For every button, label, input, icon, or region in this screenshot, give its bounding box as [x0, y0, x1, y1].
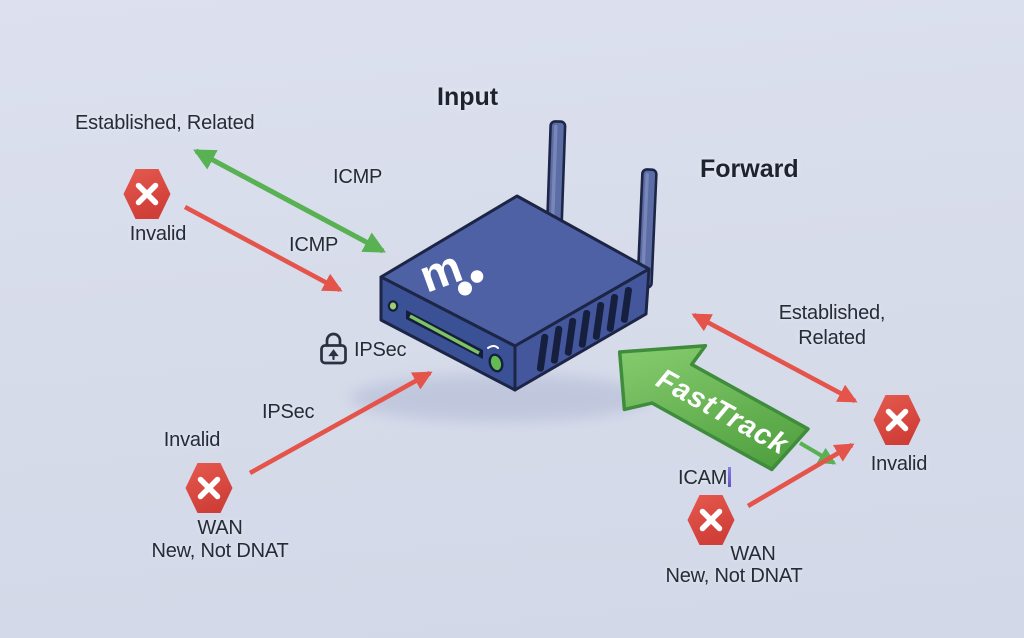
- x-icon: [885, 408, 909, 432]
- input-chain-title: Input: [437, 83, 499, 111]
- arrow-ipsec-drop-input: [248, 370, 433, 476]
- wan-forward-label: WAN: [730, 543, 776, 565]
- forward-chain-title: Forward: [700, 155, 799, 183]
- deny-icon-input-wan: [185, 463, 233, 513]
- keyhole-arrow-icon: [328, 349, 339, 361]
- arrow-icmp-drop-input: [183, 204, 343, 293]
- text-cursor-artifact: [728, 467, 732, 487]
- logo-dot-bottom: [458, 281, 472, 296]
- x-icon: [699, 508, 723, 532]
- led-strip-green: [409, 314, 480, 355]
- router-illustration: [379, 194, 651, 392]
- invalid-input-wan-label: Invalid: [163, 429, 221, 451]
- wan-input-detail-label: New, Not DNAT: [151, 540, 289, 562]
- invalid-forward-label: Invalid: [870, 453, 928, 475]
- arrow-established-related-forward: [691, 312, 858, 404]
- reset-button-icon: [488, 353, 504, 373]
- deny-icon-forward-wan: [687, 495, 735, 545]
- ipsec-accept-label: IPSec: [354, 339, 407, 361]
- x-icon: [135, 182, 159, 206]
- established-forward-line2: Related: [798, 327, 866, 349]
- icmp-accept-label: ICMP: [333, 166, 383, 188]
- wan-forward-detail-label: New, Not DNAT: [665, 565, 803, 587]
- icmp-drop-label: ICMP: [289, 234, 339, 256]
- arrow-wan-drop-forward: [746, 443, 855, 508]
- router-front-details: [387, 300, 504, 373]
- invalid-input-label: Invalid: [129, 223, 187, 245]
- established-forward-line1: Established,: [778, 302, 886, 324]
- logo-dot-top: [470, 270, 484, 283]
- status-led-icon: [387, 300, 399, 312]
- deny-icon-forward-invalid: [873, 395, 921, 445]
- router-vent-slots: [536, 286, 632, 372]
- established-related-input-label: Established, Related: [75, 112, 255, 134]
- icmp-forward-text: ICAM: [678, 467, 728, 489]
- ipsec-drop-label: IPSec: [262, 401, 315, 423]
- wan-input-label: WAN: [197, 517, 243, 539]
- deny-icon-input-invalid: [123, 169, 171, 219]
- arrow-established-related-input: [193, 148, 386, 254]
- established-related-forward-label: Established, Related: [779, 301, 886, 351]
- port-mark: [487, 345, 499, 349]
- lock-icon: [320, 332, 347, 365]
- x-icon: [197, 476, 221, 500]
- antenna-icon-left: [545, 120, 567, 227]
- icmp-forward-label: ICAM: [678, 467, 732, 490]
